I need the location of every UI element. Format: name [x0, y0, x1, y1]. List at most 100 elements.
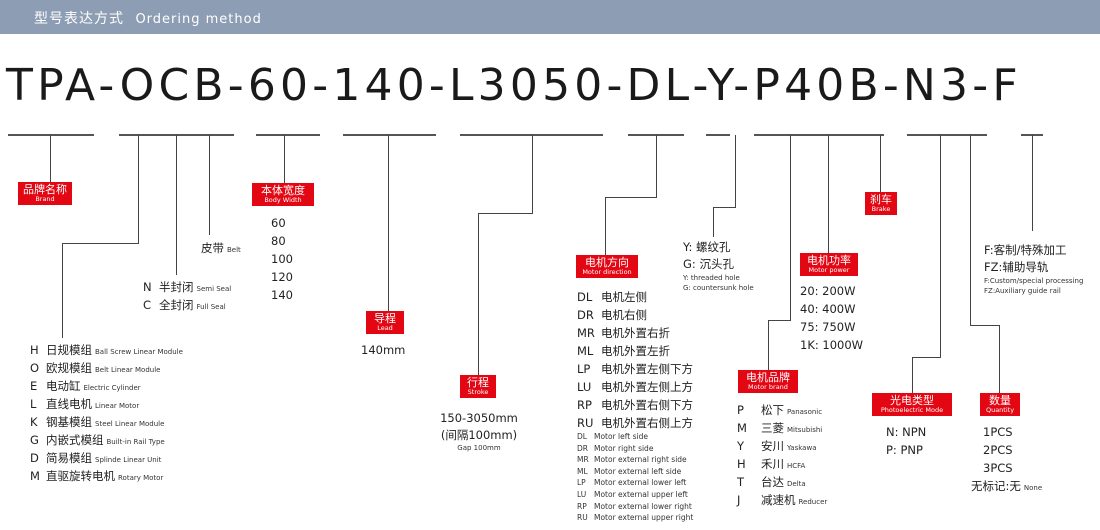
brake-tag-cn: 刹车	[870, 193, 892, 206]
brake-tag-en: Brake	[871, 205, 891, 213]
connector	[713, 207, 715, 237]
list-item: 120	[271, 270, 293, 284]
quantity-tag-en: Quantity	[985, 406, 1015, 414]
photo-type-list: N: NPN P: PNP	[886, 423, 926, 459]
title-en: Ordering method	[135, 12, 262, 27]
list-item: 2PCS	[983, 443, 1013, 457]
connector	[605, 197, 657, 199]
photoelectric-tag-cn: 光电类型	[890, 394, 934, 407]
list-item: 1PCS	[983, 425, 1013, 439]
list-item: 40: 400W	[800, 302, 856, 316]
power-list: 20: 200W 40: 400W 75: 750W 1K: 1000W	[800, 282, 863, 354]
underline-p40b	[754, 134, 884, 136]
connector	[62, 243, 139, 245]
list-item: 1K: 1000W	[800, 338, 864, 352]
hole-y: Y: 螺纹孔	[683, 240, 731, 254]
connector	[713, 207, 736, 209]
motor-power-tag-en: Motor power	[808, 266, 850, 274]
stroke-tag-en: Stroke	[467, 388, 489, 396]
connector	[970, 325, 1000, 327]
custom-fz: FZ:辅助导轨	[984, 260, 1049, 274]
lead-value: 140mm	[361, 343, 406, 357]
hole-types: Y: 螺纹孔 G: 沉头孔 Y: threaded hole G: counte…	[683, 238, 754, 293]
connector	[284, 135, 286, 183]
brand-tag-en: Brand	[35, 195, 55, 203]
custom-options: F:客制/特殊加工 FZ:辅助导轨 F:Custom/special proce…	[984, 241, 1083, 296]
connector	[62, 243, 64, 338]
list-item: N: NPN	[886, 425, 927, 439]
motor-direction-tag: 电机方向 Motor direction	[576, 255, 638, 278]
body-width-tag: 本体宽度 Body Width	[252, 183, 314, 206]
connector	[970, 135, 972, 325]
connector	[605, 197, 607, 255]
list-item: 100	[271, 252, 293, 266]
connector	[790, 135, 792, 320]
connector	[912, 357, 941, 359]
brand-tag-cn: 品牌名称	[23, 183, 67, 196]
hole-y-en: Y: threaded hole	[683, 274, 740, 282]
motor-direction-tag-en: Motor direction	[582, 268, 632, 276]
custom-f-en: F:Custom/special processing	[984, 277, 1084, 285]
connector	[656, 135, 658, 197]
stroke-gap: (间隔100mm)	[440, 428, 518, 442]
connector	[999, 325, 1001, 393]
quantity-tag: 数量 Quantity	[980, 393, 1020, 416]
hole-g-en: G: countersunk hole	[683, 284, 754, 292]
lead-tag-en: Lead	[377, 324, 393, 332]
title-cn: 型号表达方式	[34, 11, 124, 27]
underline-140	[343, 134, 436, 136]
section-header: 型号表达方式 Ordering method	[0, 0, 1100, 34]
connector	[138, 135, 140, 243]
stroke-tag-cn: 行程	[467, 376, 489, 389]
connector	[50, 135, 52, 182]
section-title: 型号表达方式 Ordering method	[34, 8, 262, 28]
connector	[478, 213, 533, 215]
brake-tag: 刹车 Brake	[865, 192, 897, 215]
connector	[388, 135, 390, 311]
lead-tag: 导程 Lead	[366, 311, 404, 334]
custom-fz-en: FZ:Auxiliary guide rail	[984, 287, 1061, 295]
stroke-gap-en: Gap 100mm	[457, 444, 501, 452]
custom-f: F:客制/特殊加工	[984, 243, 1067, 257]
connector	[209, 135, 211, 235]
connector	[768, 320, 791, 322]
underline-l3050	[460, 134, 603, 136]
photoelectric-tag: 光电类型 Photoelectric Mode	[872, 393, 952, 416]
motor-power-tag: 电机功率 Motor power	[800, 253, 858, 276]
stroke-tag: 行程 Stroke	[460, 375, 496, 398]
list-item: 3PCS	[983, 461, 1013, 475]
underline-f	[1021, 134, 1043, 136]
body-width-tag-en: Body Width	[264, 196, 302, 204]
motor-brand-tag: 电机品牌 Motor brand	[738, 370, 798, 393]
